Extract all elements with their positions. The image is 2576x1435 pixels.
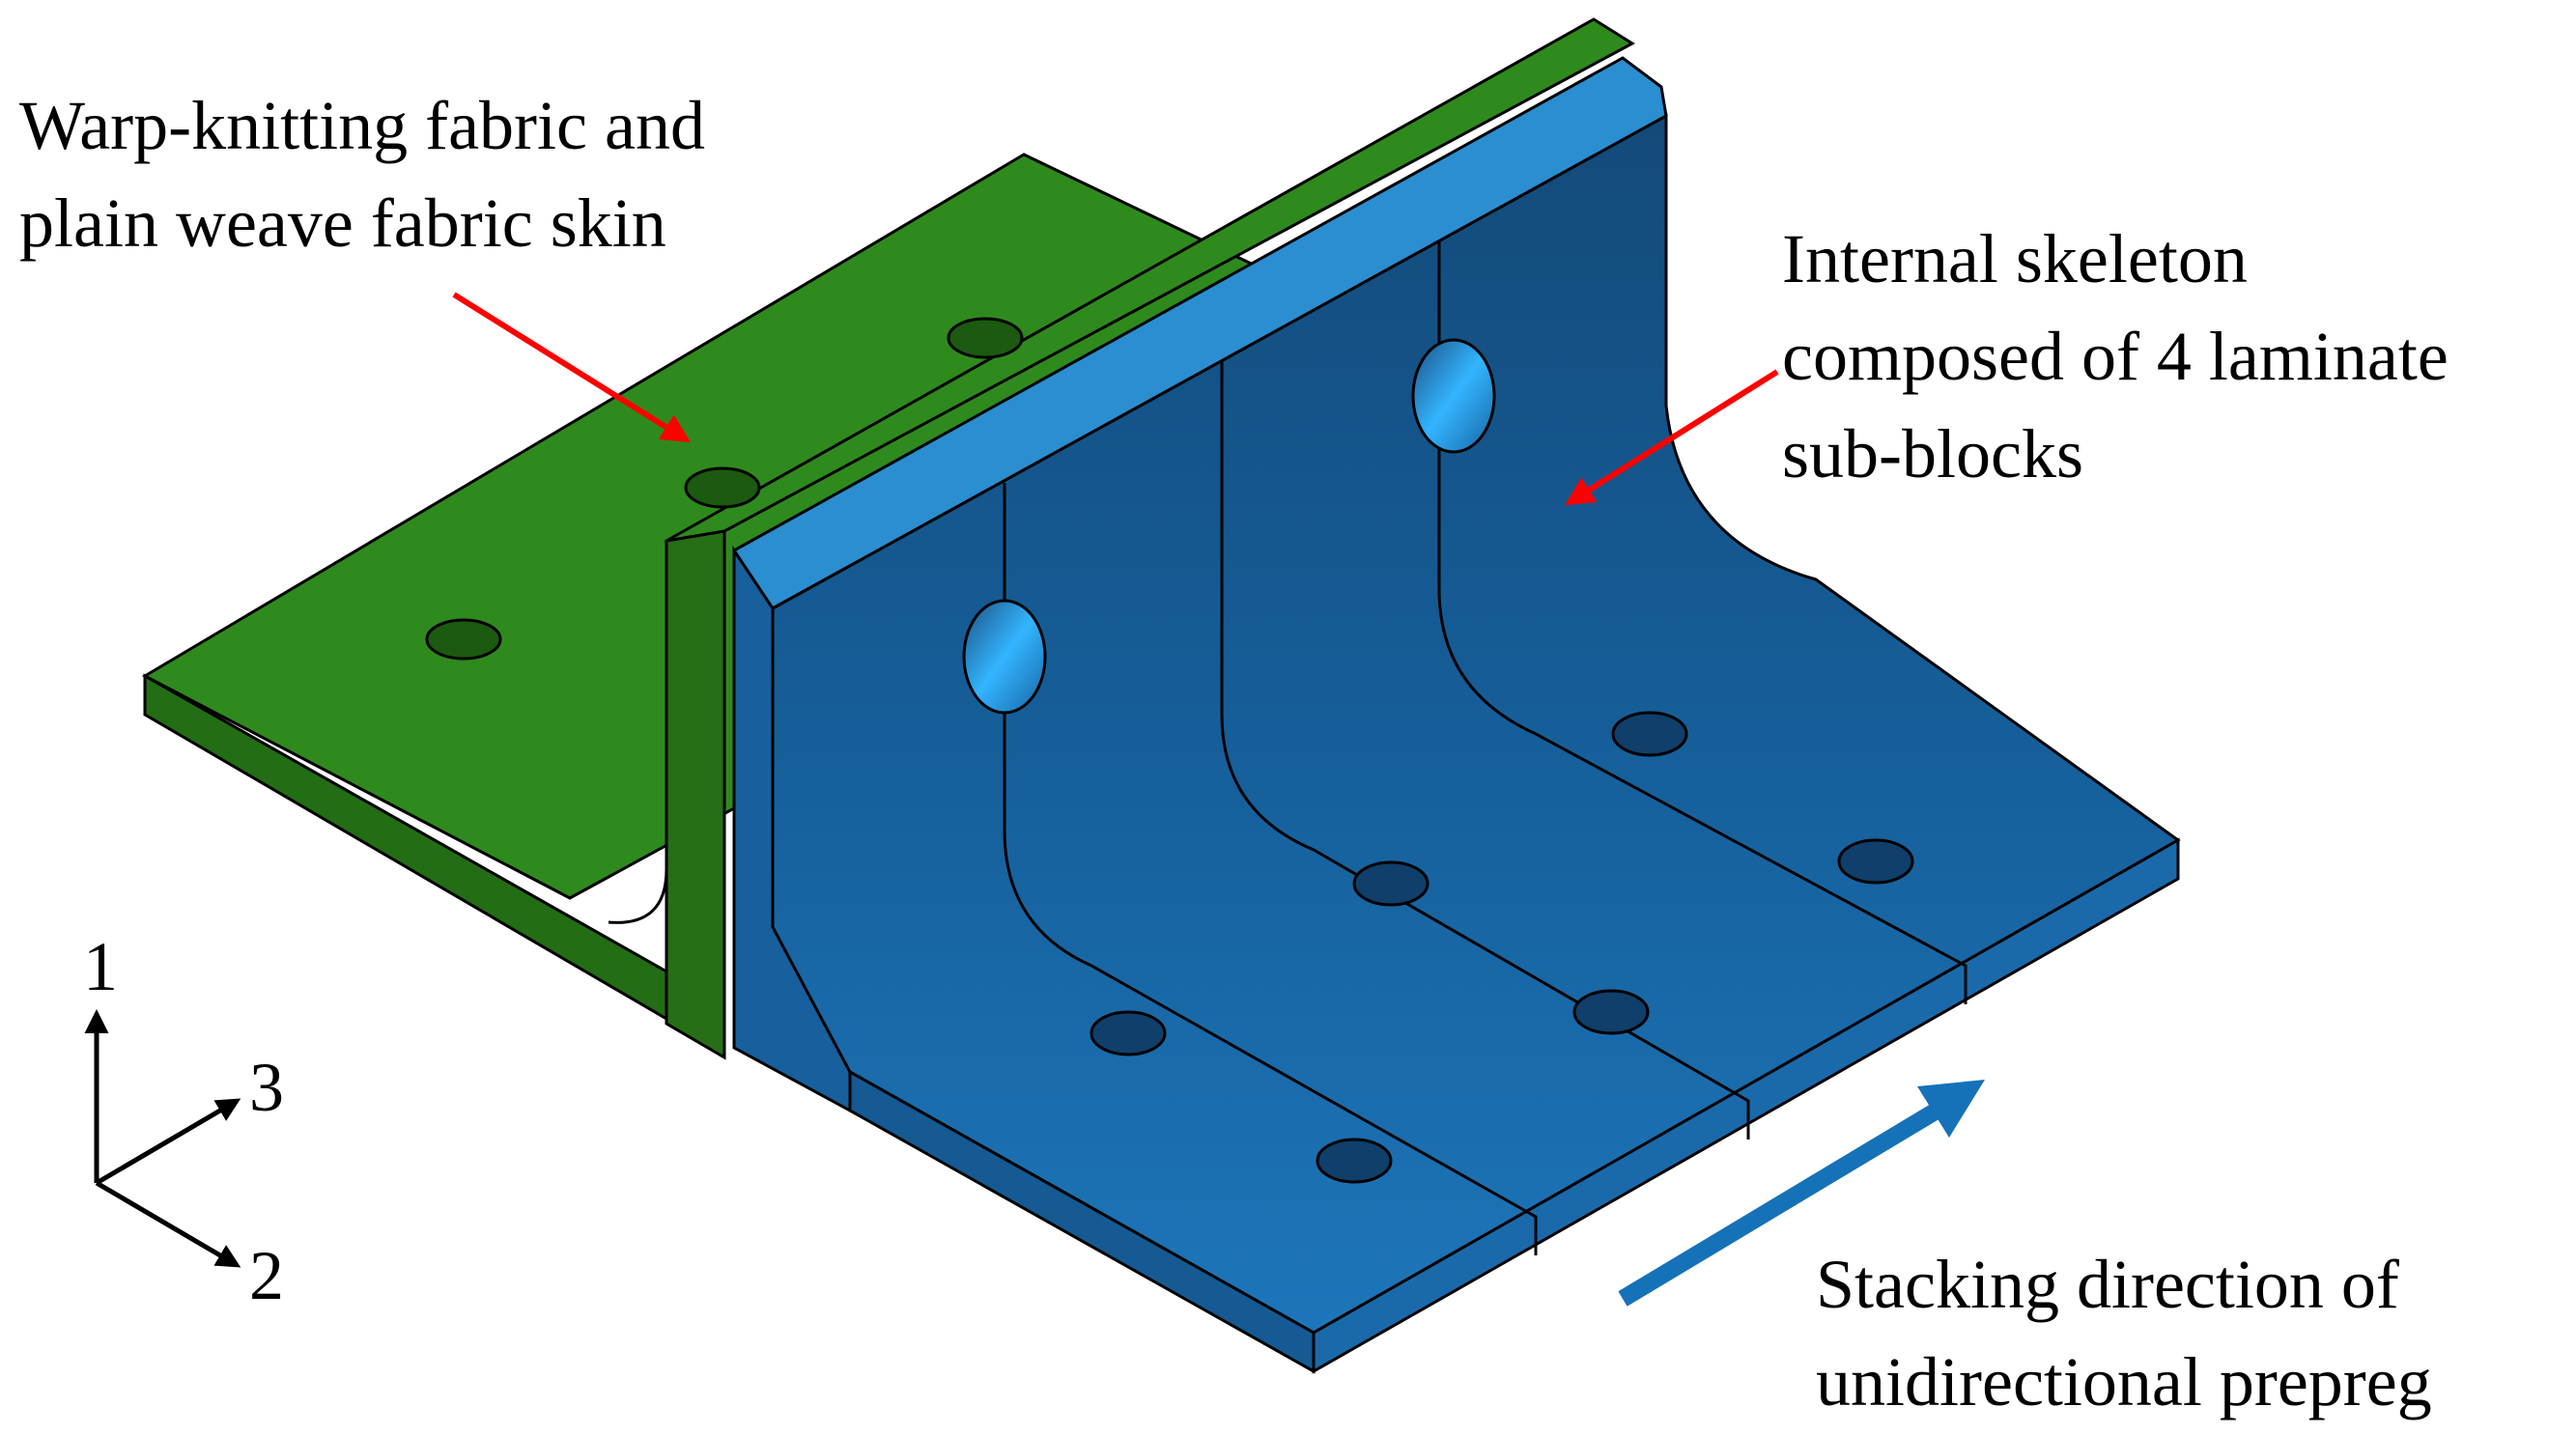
skin-label-line: plain weave fabric skin bbox=[19, 183, 666, 262]
axis-2-arrow bbox=[95, 1180, 241, 1268]
blue-flange-side bbox=[1312, 837, 2180, 1374]
coordinate-axes bbox=[84, 1009, 241, 1268]
flange-hole bbox=[1352, 860, 1430, 907]
flange-hole bbox=[1316, 1138, 1393, 1184]
blue-skeleton bbox=[732, 56, 2181, 1374]
skin-pointer-arrow bbox=[452, 292, 692, 443]
green-web-top bbox=[665, 17, 1635, 543]
web-hole bbox=[1411, 338, 1496, 454]
skeleton-label-line: composed of 4 laminate bbox=[1782, 317, 2449, 395]
stacking-label: Stacking direction of unidirectional pre… bbox=[1816, 1236, 2432, 1431]
skeleton-pointer-arrow bbox=[1564, 369, 1779, 506]
green-fillet bbox=[608, 560, 668, 924]
green-hole bbox=[425, 618, 502, 661]
green-hole bbox=[947, 317, 1024, 359]
axis-1-label: 1 bbox=[83, 928, 118, 1005]
green-web-side bbox=[665, 519, 726, 1060]
skeleton-label: Internal skeleton composed of 4 laminate… bbox=[1782, 211, 2449, 502]
flange-hole bbox=[1837, 838, 1914, 885]
stacking-direction-arrow bbox=[1618, 1080, 1985, 1307]
sub-block-divider bbox=[1437, 241, 1967, 1004]
flange-hole bbox=[1572, 989, 1650, 1035]
sub-block-divider bbox=[1003, 483, 1538, 1255]
skin-label: Warp-knitting fabric and plain weave fab… bbox=[19, 77, 705, 272]
green-hole bbox=[684, 466, 761, 509]
stacking-label-line: Stacking direction of bbox=[1816, 1246, 2399, 1323]
flange-hole bbox=[1611, 711, 1688, 757]
flange-hole bbox=[1090, 1010, 1167, 1056]
axis-2-label: 2 bbox=[249, 1237, 284, 1314]
web-hole bbox=[962, 599, 1047, 715]
sub-block-divider bbox=[1220, 362, 1750, 1140]
skeleton-label-line: Internal skeleton bbox=[1782, 220, 2248, 297]
skin-label-line: Warp-knitting fabric and bbox=[19, 87, 705, 164]
blue-left-edge bbox=[732, 546, 852, 1113]
axis-3-arrow bbox=[95, 1098, 241, 1186]
skeleton-label-line: sub-blocks bbox=[1782, 414, 2083, 492]
stacking-label-line: unidirectional prepreg bbox=[1816, 1342, 2432, 1421]
axis-3-label: 3 bbox=[249, 1049, 284, 1126]
